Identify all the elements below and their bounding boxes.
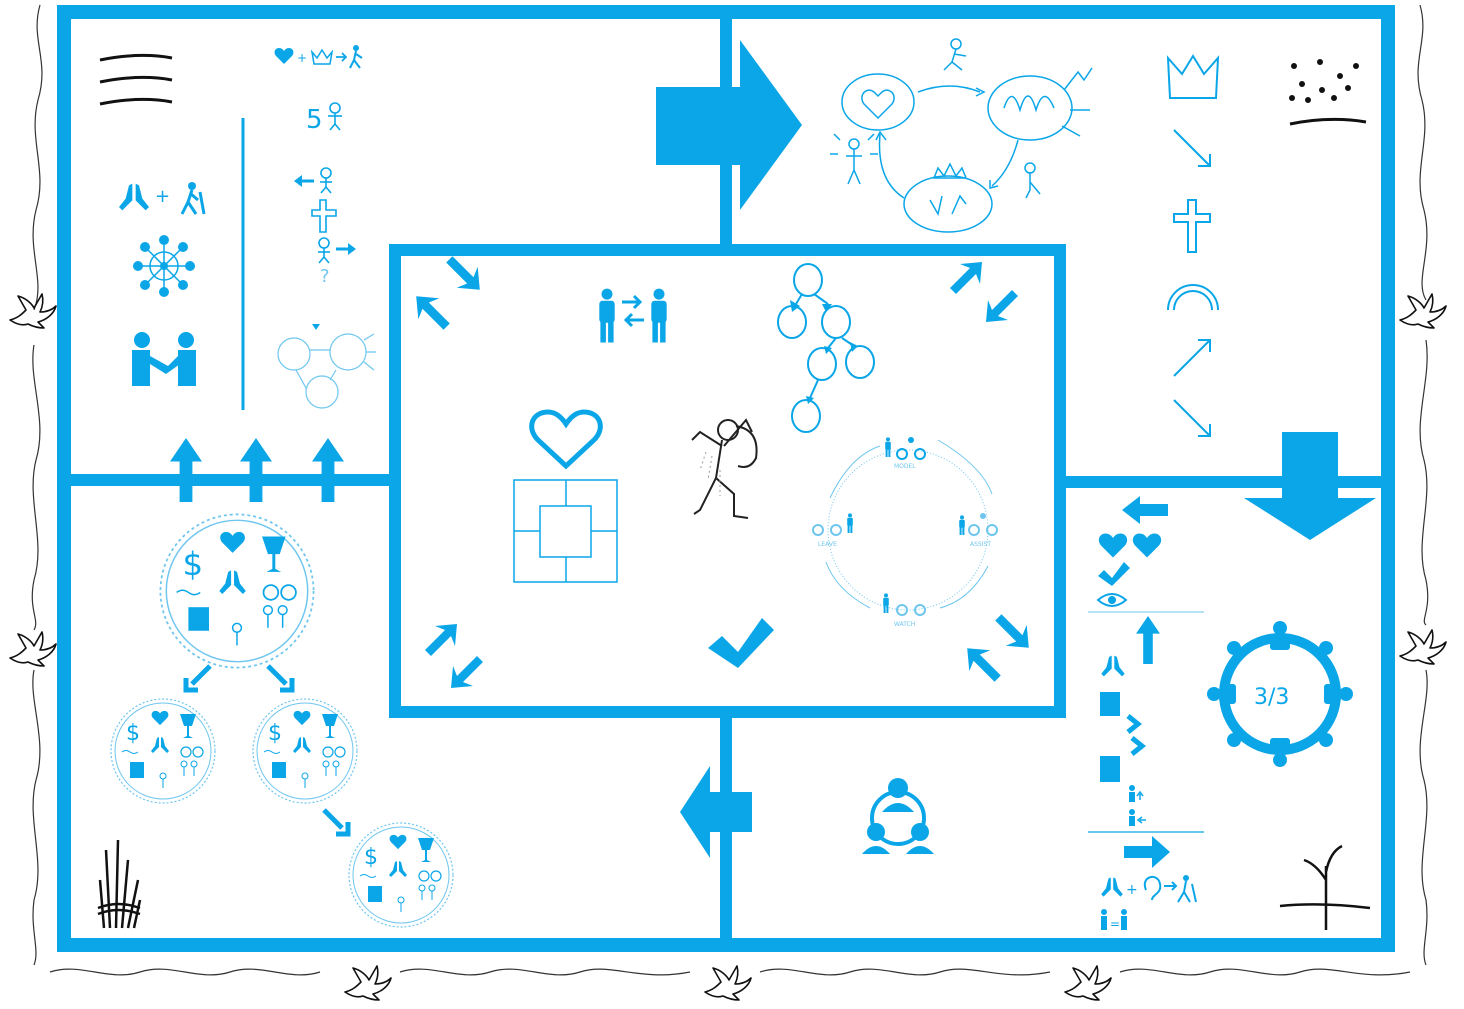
seeds-on-ground-icon [1289,59,1367,126]
field-church-formation: + = 3/3 [1088,432,1376,931]
svg-text:=: = [1110,917,1120,931]
cycle-leave: LEAVE [812,513,853,548]
field-entry: + 5 + [99,45,378,412]
fraction-label: 3/3 [1254,685,1289,710]
heart-crown-walker-formula-icon: + [274,45,363,69]
left-arrow-icon [1122,496,1168,524]
handwritten-lines-icon [99,53,173,106]
dove-icon [1399,629,1447,665]
svg-text:+: + [297,51,307,65]
heart-icon [529,409,603,470]
dove-icon [704,965,752,1001]
dove-icon [9,631,57,667]
up-arrow-icon [1136,616,1160,664]
check-icon [708,618,774,668]
question-label: ? [320,266,330,287]
small-arrow-icon [183,664,212,693]
hearts-check-eye-icon [1096,533,1162,607]
praying-hands-icon [1101,655,1125,677]
dove-icon [1064,965,1112,1001]
arch-icon [1167,284,1219,311]
cycle-watch: WATCH [883,593,926,628]
praying-hands-plus-hiker-icon: + [119,182,206,215]
wavy-border [31,4,1429,976]
dove-icon [9,293,57,329]
model-assist-watch-leave-cycle-icon: MODEL ASSIST WATCH LEAVE [812,437,998,628]
svg-text:LEAVE: LEAVE [818,541,837,548]
book-icon [1100,692,1120,716]
big-left-arrow-icon [680,766,752,858]
church-circle-icon [160,514,313,667]
field-gospel [656,38,1367,437]
heart-mind-cycle-icon [830,38,1093,233]
cycle-model: MODEL [885,437,926,470]
sprout-icon [1279,844,1371,930]
group-network-icon [862,778,934,854]
cross-icon [1173,199,1211,253]
count-five-label: 5 [306,105,323,135]
grass-bundle-icon [97,839,142,929]
big-right-arrow-icon [656,40,802,210]
person-outline-icon [328,102,342,131]
down-right-arrow-icon [1173,399,1211,437]
svg-text:MODEL: MODEL [894,463,916,470]
down-right-arrow-icon [1173,129,1211,167]
right-arrow-icon [1124,836,1170,868]
persons-exchange-icon [599,288,667,343]
arrow-up-icon [170,438,202,502]
network-people-nodes [133,235,195,297]
small-arrow-icon [266,664,295,693]
listen-ear-icon: + [1101,875,1197,903]
svg-text:ASSIST: ASSIST [970,541,991,548]
person-equals-person-icon: = [1101,909,1127,931]
svg-text:WATCH: WATCH [894,621,915,628]
right-arrow-head [348,243,356,255]
person-right-arrow-icon [318,237,350,264]
field-multiplication [97,438,934,929]
arrow-up-icon [240,438,272,502]
field-center: MODEL ASSIST WATCH LEAVE [416,256,1029,688]
cross-icon [311,199,337,233]
hand-split-icon [1126,714,1147,756]
house-grid-icon [513,479,618,583]
crown-icon [1166,54,1220,99]
svg-text:+: + [1126,882,1138,898]
church-circle-icon [111,699,215,803]
cycle-assist: ASSIST [959,513,998,548]
up-right-arrow-icon [1173,339,1211,377]
group-circle-icon: 3/3 [1207,621,1353,767]
dove-icon [344,965,392,1001]
sower-icon [691,418,758,519]
left-arrow-head [294,175,302,187]
big-down-arrow-icon [1244,432,1376,540]
tree-arrowheads [790,300,858,404]
person-arrows-icon [1129,785,1146,826]
handshake-icon [132,332,196,386]
arrow-up-icon [312,438,344,502]
book-icon [1100,756,1120,782]
mini-cycle-diagram-icon [272,318,378,412]
dove-icon [1399,293,1447,329]
church-circle-icon [349,823,453,927]
svg-text:+: + [155,186,170,207]
church-circle-icon [253,699,357,803]
small-arrow-icon [322,808,351,837]
